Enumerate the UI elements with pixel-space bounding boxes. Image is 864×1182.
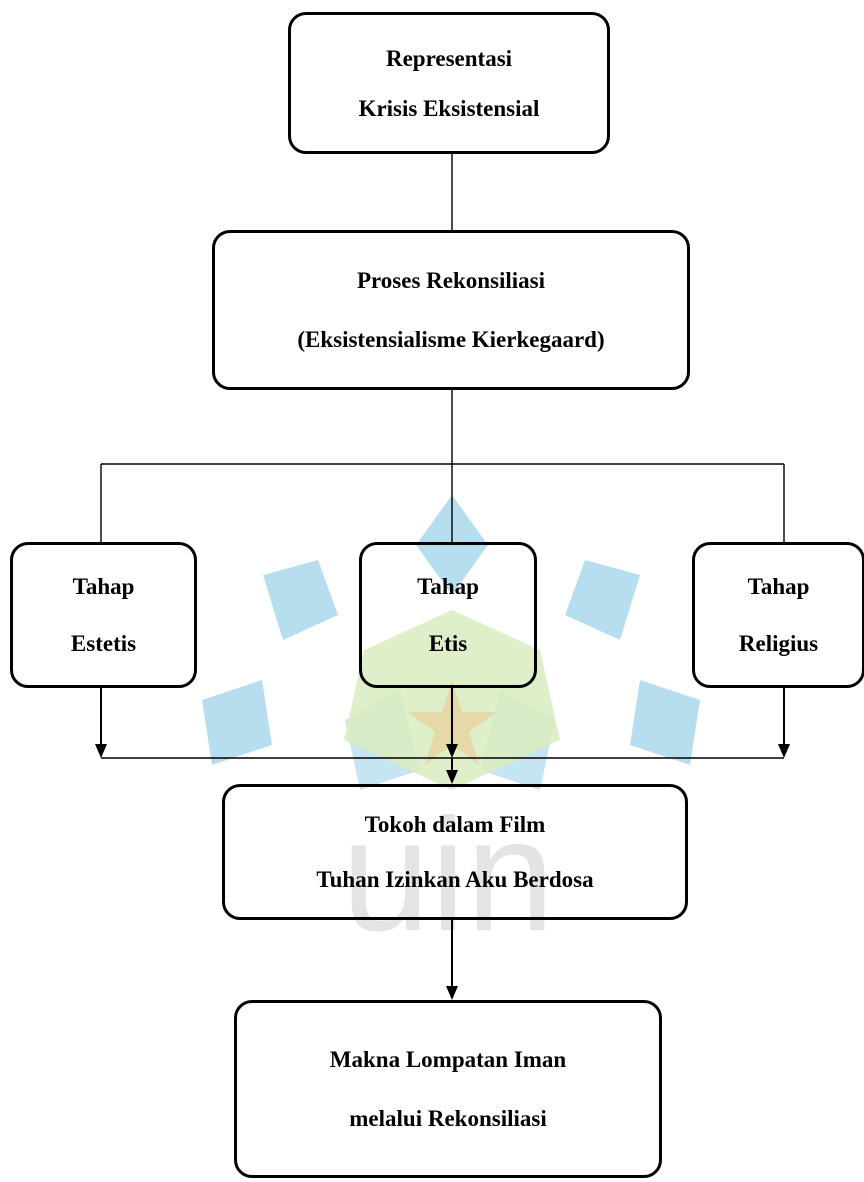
node-label-line2: Krisis Eksistensial	[358, 95, 540, 121]
node-makna-lompatan-iman: Makna Lompatan Iman melalui Rekonsiliasi	[234, 1000, 662, 1178]
node-tahap-religius: Tahap Religius	[692, 542, 864, 688]
arrow-to-tokoh-head	[446, 770, 458, 784]
node-label-line1: Tahap	[747, 574, 810, 599]
node-representasi-krisis: Representasi Krisis Eksistensial	[288, 12, 610, 154]
node-tahap-etis: Tahap Etis	[359, 542, 537, 688]
logo-uin-text: uin	[341, 785, 555, 964]
node-label-line2: (Eksistensialisme Kierkegaard)	[297, 327, 605, 352]
node-tokoh-film: Tokoh dalam Film Tuhan Izinkan Aku Berdo…	[222, 784, 688, 920]
node-proses-rekonsiliasi: Proses Rekonsiliasi (Eksistensialisme Ki…	[212, 230, 690, 390]
node-label-line2: Estetis	[70, 631, 137, 656]
node-tahap-estetis: Tahap Estetis	[10, 542, 197, 688]
node-label-line1: Tahap	[417, 574, 479, 599]
arrow-estetis-head	[95, 744, 107, 758]
node-label-line1: Representasi	[385, 45, 513, 71]
node-label-line2: Etis	[428, 631, 468, 656]
node-label-line2: melalui Rekonsiliasi	[349, 1106, 547, 1131]
node-label-line2: Religius	[738, 631, 819, 656]
node-label-line1: Tokoh dalam Film	[364, 812, 546, 837]
node-label-line2: Tuhan Izinkan Aku Berdosa	[316, 867, 594, 892]
node-label-line1: Makna Lompatan Iman	[329, 1047, 567, 1072]
node-label-line1: Tahap	[72, 574, 135, 599]
arrow-religius-head	[778, 744, 790, 758]
arrow-to-makna-head	[446, 986, 458, 1000]
arrow-etis-head	[446, 744, 458, 758]
node-label-line1: Proses Rekonsiliasi	[356, 268, 546, 293]
